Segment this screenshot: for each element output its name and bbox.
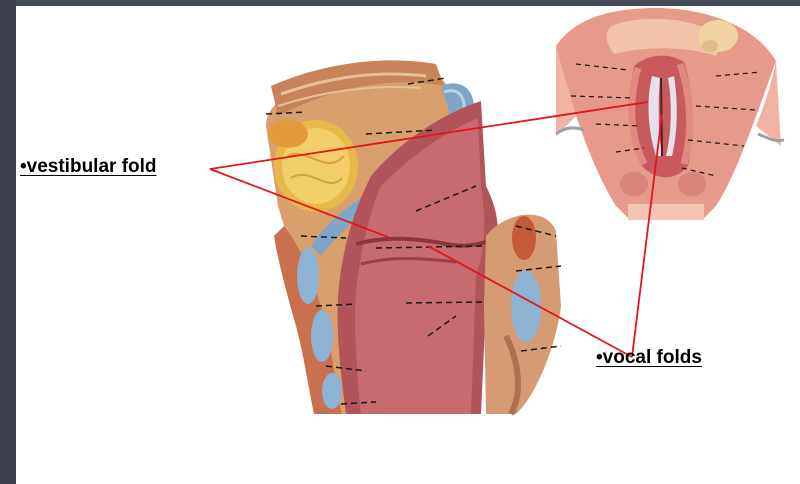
larynx-sagittal-section — [266, 60, 561, 414]
vestibular-fold-label: •vestibular fold — [20, 156, 157, 178]
vocal-folds-label-text: •vocal folds — [596, 347, 702, 368]
slide-left-border — [0, 0, 16, 484]
larynx-illustration — [16, 6, 800, 484]
larynx-superior-view — [556, 8, 784, 220]
slide: •vestibular fold •vocal folds — [16, 6, 800, 484]
vocal-folds-label: •vocal folds — [596, 347, 702, 369]
vestibular-fold-label-text: •vestibular fold — [20, 156, 157, 177]
